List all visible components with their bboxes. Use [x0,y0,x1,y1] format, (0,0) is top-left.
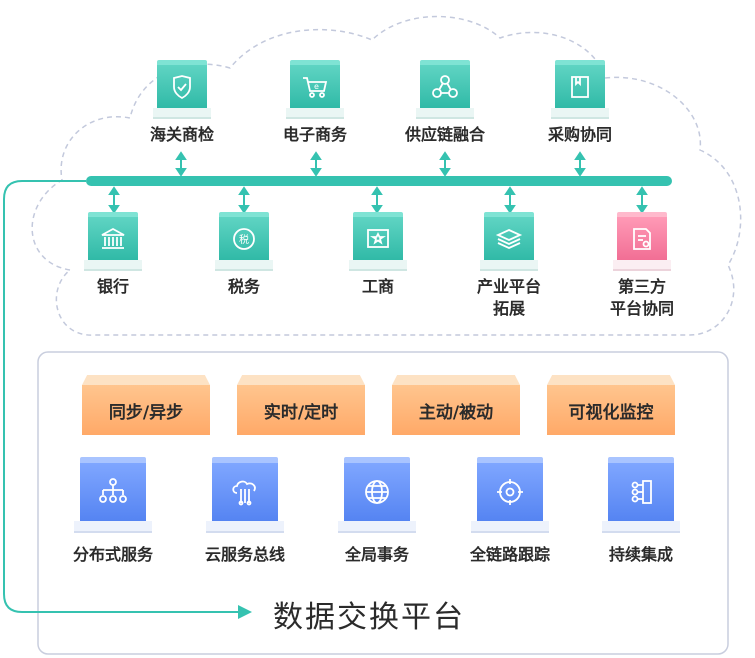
module-commerce: 工商 [333,212,423,298]
module-ecommerce: e 电子商务 [270,60,360,146]
module-label: 银行 [96,277,129,296]
module-label: 税务 [227,277,260,296]
network-nodes-icon [420,65,470,109]
connector-top-0 [175,151,187,177]
certificate-icon [353,217,403,261]
module-procurement: 采购协同 [535,60,625,146]
module-label: 电子商务 [282,125,347,144]
shield-check-icon [157,65,207,109]
module-label: 采购协同 [547,125,612,144]
tag-monitoring: 可视化监控 [547,375,675,435]
service-label: 全链路跟踪 [469,545,550,564]
svg-text:e: e [314,82,319,91]
module-third-party: 第三方平台协同 [597,212,687,320]
service-cloud-bus: 云服务总线 [185,457,305,565]
connector-top-2 [439,151,451,177]
service-label: 持续集成 [608,545,673,564]
module-label: 供应链融合 [404,125,485,144]
document-icon [617,217,667,261]
module-tax: 税 税务 [199,212,289,298]
connector-top-1 [310,151,322,177]
hierarchy-icon [80,463,146,521]
module-label: 海关商检 [149,125,214,144]
flow-arrow-line [3,180,238,613]
module-customs: 海关商检 [137,60,227,146]
service-label: 分布式服务 [72,545,153,564]
book-icon [555,65,605,109]
shopping-cart-icon: e [290,65,340,109]
target-icon [477,463,543,521]
bus-connectors [108,151,648,214]
tag-sync: 同步/异步 [82,375,210,435]
service-label: 云服务总线 [204,545,285,564]
module-industry-platform: 产业平台拓展 [464,212,554,320]
tag-active: 主动/被动 [392,375,520,435]
service-distributed: 分布式服务 [53,457,173,565]
module-label: 工商 [361,277,394,296]
module-supply-chain: 供应链融合 [400,60,490,146]
connector-top-3 [574,151,586,177]
connector-bottom-0 [108,186,120,214]
cloud-bus-icon [212,463,278,521]
globe-icon [344,463,410,521]
module-label: 第三方平台协同 [609,277,674,318]
integration-icon [608,463,674,521]
svg-text:税: 税 [239,233,249,246]
service-continuous-integration: 持续集成 [581,457,701,565]
tax-icon: 税 [219,217,269,261]
connector-bottom-4 [636,186,648,214]
platform-title: 数据交换平台 [273,600,465,635]
service-global-transaction: 全局事务 [317,457,437,565]
tag-realtime: 实时/定时 [237,375,365,435]
flow-arrow-head [238,605,252,619]
connector-bottom-1 [238,186,250,214]
module-label: 产业平台拓展 [476,277,541,318]
service-label: 全局事务 [344,545,409,564]
service-full-trace: 全链路跟踪 [450,457,570,565]
bank-icon [88,217,138,261]
data-bus [86,176,672,186]
module-bank: 银行 [68,212,158,298]
connector-bottom-2 [371,186,383,214]
layers-icon [484,217,534,261]
connector-bottom-3 [504,186,516,214]
